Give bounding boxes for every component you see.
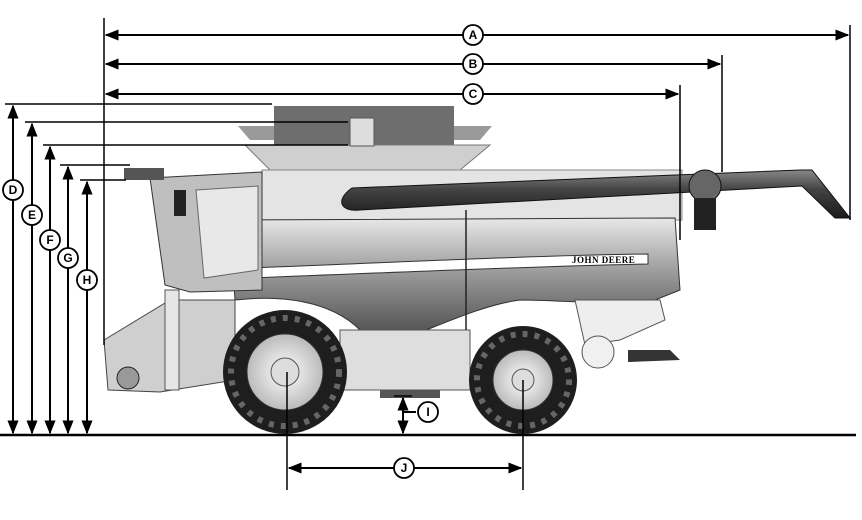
svg-text:D: D	[9, 183, 18, 197]
label-e: E	[21, 204, 43, 226]
tank-extension-left	[238, 126, 274, 140]
tank-extension-right	[454, 126, 492, 140]
svg-text:A: A	[469, 28, 478, 42]
svg-text:F: F	[46, 233, 53, 247]
lower-frame	[339, 329, 471, 391]
label-h: H	[76, 269, 98, 291]
brand-logo: JOHN DEERE	[572, 255, 635, 265]
svg-text:G: G	[63, 251, 72, 265]
label-i: I	[417, 401, 439, 423]
tank-cover	[243, 144, 492, 171]
label-d: D	[2, 179, 24, 201]
auger-pivot	[688, 169, 722, 203]
svg-text:I: I	[426, 405, 429, 419]
label-b: B	[462, 53, 484, 75]
label-f: F	[39, 229, 61, 251]
extension-lines	[5, 18, 851, 490]
svg-text:B: B	[469, 57, 478, 71]
combine-harvester-illustration: JOHN DEERE	[103, 106, 852, 434]
unloading-auger	[341, 169, 852, 219]
rear-pulley	[581, 335, 615, 369]
svg-text:E: E	[28, 208, 36, 222]
mirror	[174, 190, 186, 216]
label-c: C	[462, 83, 484, 105]
ladder	[164, 289, 180, 391]
axle-frame	[380, 390, 440, 398]
label-g: G	[57, 247, 79, 269]
label-a: A	[462, 24, 484, 46]
feeder-roller	[116, 366, 140, 390]
rear-hood	[574, 299, 666, 346]
svg-text:H: H	[83, 273, 92, 287]
svg-text:C: C	[469, 87, 478, 101]
svg-text:J: J	[401, 461, 408, 475]
front-wheel	[223, 310, 347, 434]
cab-window	[195, 185, 259, 279]
cab-roof	[124, 168, 164, 180]
chopper	[628, 350, 680, 362]
auger-motor	[694, 198, 716, 230]
body-stripe	[249, 253, 649, 279]
tank-light	[349, 117, 375, 147]
label-j: J	[393, 457, 415, 479]
